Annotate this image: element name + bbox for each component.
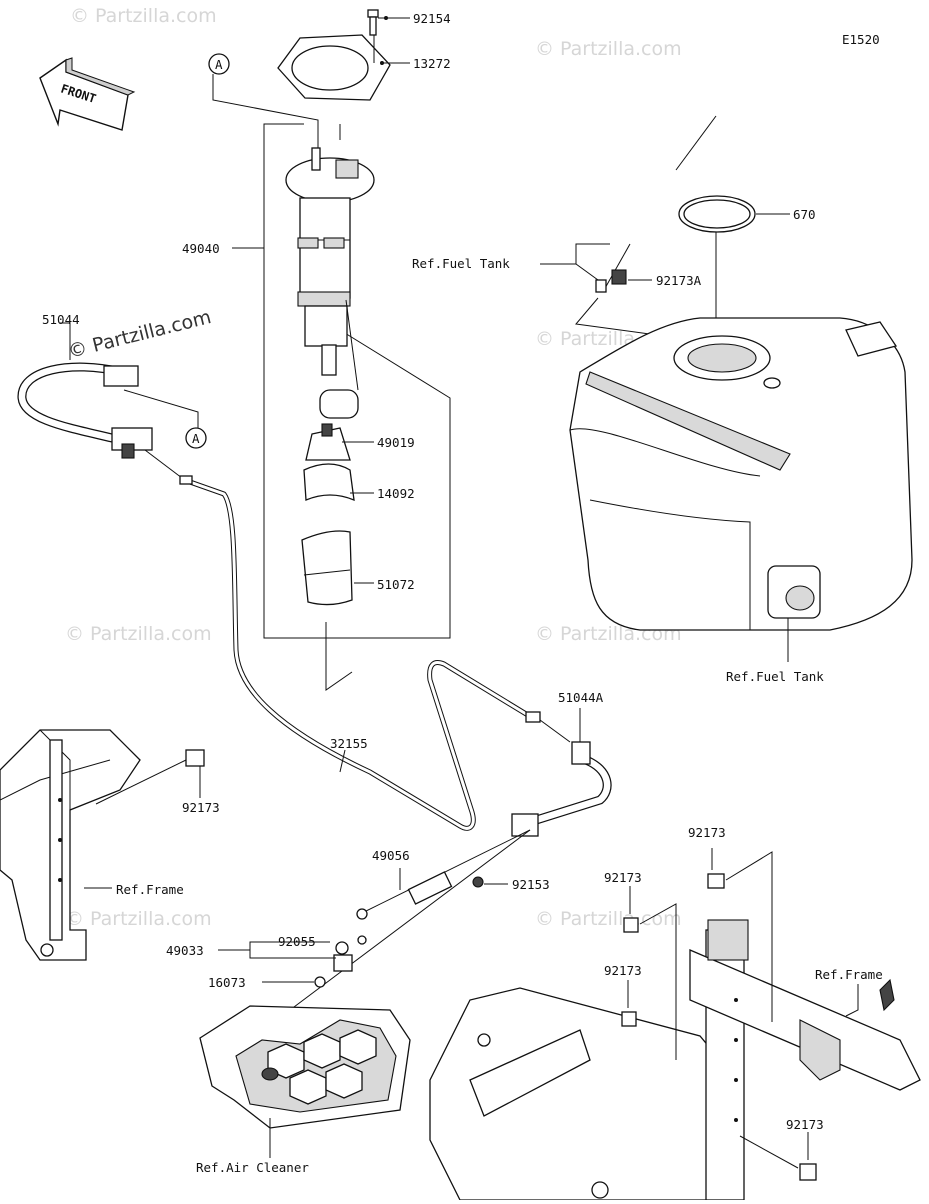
- watermark: © Partzilla.com: [535, 908, 682, 930]
- part-label-49040: 49040: [182, 241, 220, 256]
- part-label-13272: 13272: [413, 56, 451, 71]
- ref-callout-a: [208, 53, 230, 75]
- ref-label-fuel-tank: Ref.Fuel Tank: [726, 669, 824, 684]
- ref-label-air-cleaner: Ref.Air Cleaner: [196, 1160, 309, 1175]
- hose-51044A: [511, 741, 612, 837]
- bolt-92173A: [595, 243, 631, 293]
- front-arrow-icon: FRONT: [39, 57, 136, 131]
- pipe-32155: [179, 475, 541, 831]
- valve-49056: [356, 829, 531, 920]
- bolt-92154: [367, 9, 379, 36]
- ref-label-fuel-tank-top: Ref.Fuel Tank: [412, 256, 510, 271]
- frame-left: [0, 729, 141, 961]
- part-label-14092: 14092: [377, 486, 415, 501]
- ref-label-frame-left: Ref.Frame: [116, 882, 184, 897]
- part-label-51072: 51072: [377, 577, 415, 592]
- watermark-logo: © Partzilla.com: [66, 306, 214, 363]
- fuel-tank: [569, 317, 913, 631]
- fitting-49033: [333, 941, 353, 972]
- hose-51044: [17, 362, 153, 459]
- watermark: © Partzilla.com: [65, 908, 212, 930]
- part-label-92173: 92173: [604, 870, 642, 885]
- part-label-51044: 51044: [42, 312, 80, 327]
- part-label-49056: 49056: [372, 848, 410, 863]
- part-label-51044A: 51044A: [558, 690, 604, 705]
- clip-92173: [185, 749, 205, 767]
- watermark: © Partzilla.com: [70, 5, 217, 27]
- part-label-92173: 92173: [786, 1117, 824, 1132]
- clip-92173: [707, 873, 725, 889]
- ref-callout-a-label-2: A: [192, 431, 200, 446]
- part-label-16073: 16073: [208, 975, 246, 990]
- ref-label-frame-right: Ref.Frame: [815, 967, 883, 982]
- air-cleaner: [199, 1005, 411, 1129]
- part-label-49033: 49033: [166, 943, 204, 958]
- part-label-32155: 32155: [330, 736, 368, 751]
- clamp-16073: [314, 976, 326, 988]
- gasket-13272: [277, 34, 391, 101]
- diagram-code: E1520: [842, 32, 880, 47]
- bolt-92153: [472, 876, 484, 888]
- part-label-49019: 49019: [377, 435, 415, 450]
- ref-callout-a: [185, 427, 207, 449]
- clip-92173: [799, 1163, 817, 1181]
- ref-callout-a-label: A: [215, 57, 223, 72]
- part-label-92173: 92173: [604, 963, 642, 978]
- part-label-92154: 92154: [413, 11, 451, 26]
- clip-92173: [621, 1011, 637, 1027]
- o-ring-670: [678, 195, 756, 233]
- part-label-92173: 92173: [688, 825, 726, 840]
- watermark: © Partzilla.com: [535, 38, 682, 60]
- part-label-92153: 92153: [512, 877, 550, 892]
- holder-14092: [303, 463, 355, 502]
- part-label-670: 670: [793, 207, 816, 222]
- part-label-92055: 92055: [278, 934, 316, 949]
- filter-49019: [305, 423, 351, 461]
- clip-92173: [623, 917, 639, 933]
- washer-92055: [357, 935, 367, 945]
- fuel-pump-49040: [285, 147, 375, 419]
- part-label-92173: 92173: [182, 800, 220, 815]
- part-label-92173A: 92173A: [656, 273, 702, 288]
- frame-right: [429, 919, 921, 1201]
- watermark: © Partzilla.com: [65, 623, 212, 645]
- cover-51072: [301, 530, 353, 606]
